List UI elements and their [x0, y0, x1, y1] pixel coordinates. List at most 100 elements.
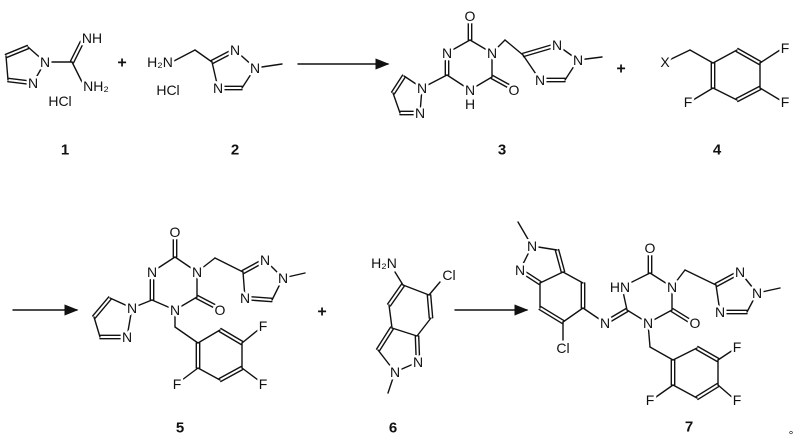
- bond-double: [520, 267, 542, 283]
- bond-double: [490, 77, 512, 91]
- bond-double: [605, 310, 629, 326]
- bond-single: [391, 327, 418, 337]
- atom-label: N: [192, 264, 202, 280]
- bond-double: [212, 50, 237, 65]
- bond-double: [220, 327, 244, 343]
- atom-label: X: [660, 54, 670, 70]
- bond-single: [556, 44, 579, 61]
- bond-double: [244, 295, 273, 300]
- bond-double: [670, 310, 693, 326]
- compound-number-3: 3: [498, 142, 506, 159]
- bond-single: [403, 75, 423, 89]
- atom-label: O: [465, 8, 476, 24]
- bond-single: [131, 299, 153, 309]
- bond-single: [491, 39, 506, 54]
- bond-single: [194, 49, 213, 63]
- bond-single: [428, 281, 441, 296]
- atom-label: F: [259, 376, 268, 392]
- bond-double: [195, 297, 218, 311]
- atom-label: N: [122, 329, 132, 345]
- bond-single: [759, 87, 781, 101]
- bond-single: [562, 271, 584, 284]
- bond-single: [649, 272, 673, 288]
- bond-double: [375, 326, 392, 350]
- atom-label: Cl: [556, 340, 569, 356]
- bond-double: [389, 285, 406, 307]
- atom-label: N: [417, 80, 427, 96]
- atom-label: N: [465, 82, 475, 98]
- atom-label: HCl: [48, 93, 71, 109]
- bond-double: [695, 382, 718, 398]
- atom-label: N: [413, 354, 423, 370]
- bond-single: [151, 299, 176, 311]
- bond-single: [582, 307, 606, 324]
- bond-single: [539, 271, 564, 284]
- bond-double: [91, 296, 110, 317]
- bond-single: [717, 349, 734, 361]
- atom-label: N: [527, 238, 537, 254]
- bond-single: [469, 39, 493, 54]
- atom-label: H₂N: [147, 54, 173, 70]
- bond-single: [522, 54, 541, 81]
- bond-single: [388, 304, 393, 329]
- bond-double: [522, 45, 559, 58]
- compound-number-4: 4: [713, 142, 722, 159]
- bond-double: [197, 294, 220, 308]
- atom-label: N: [390, 364, 400, 380]
- bond-double: [4, 44, 29, 56]
- atom-label: O: [645, 240, 656, 256]
- atom-label: N: [535, 72, 545, 88]
- bond-single: [419, 87, 423, 114]
- atom-label: F: [781, 40, 790, 56]
- bond-single: [717, 384, 734, 399]
- atom-label: N: [278, 270, 288, 286]
- bond-single: [517, 221, 533, 247]
- compound-number-2: 2: [231, 142, 239, 159]
- bond-double: [426, 294, 431, 319]
- bond-single: [504, 39, 524, 56]
- bond-double: [554, 249, 563, 274]
- bond-double: [241, 257, 265, 272]
- atom-label: F: [259, 318, 268, 334]
- atom-label: Cl: [442, 267, 455, 283]
- atom-label: F: [646, 392, 655, 408]
- atom-label: N: [487, 45, 497, 61]
- bond-single: [531, 245, 558, 251]
- bond-single: [402, 284, 430, 296]
- bond-double: [220, 368, 244, 383]
- bond-double: [737, 88, 762, 103]
- bond-double: [378, 328, 395, 352]
- bond-single: [196, 257, 216, 273]
- bond-single: [93, 316, 101, 338]
- bond-single: [664, 49, 691, 63]
- bond-single: [577, 56, 603, 61]
- bond-single: [234, 49, 256, 69]
- bond-double: [218, 365, 242, 380]
- bond-double: [210, 47, 235, 62]
- bond-single: [469, 76, 493, 91]
- atom-label: N: [600, 315, 610, 331]
- plus-sign: +: [616, 61, 625, 78]
- atom-label: N: [643, 315, 653, 331]
- compound-number-1: 1: [61, 142, 69, 159]
- bond-single: [746, 292, 758, 313]
- bond-double: [429, 294, 434, 319]
- bond-single: [241, 367, 259, 381]
- bond-double: [540, 305, 565, 322]
- bond-single: [264, 259, 284, 279]
- bond-single: [197, 329, 221, 344]
- atom-label: O: [170, 224, 181, 240]
- bond-single: [684, 269, 717, 286]
- atom-label: H: [465, 96, 475, 112]
- bond-single: [271, 277, 284, 301]
- bond-double: [735, 85, 760, 100]
- atom-label: O: [215, 302, 226, 318]
- bond-double: [94, 298, 113, 319]
- compound-number-6: 6: [389, 420, 397, 437]
- atom-label: N: [715, 304, 725, 320]
- atom-label: N: [552, 37, 562, 53]
- bond-double: [714, 269, 740, 285]
- bond-double: [672, 307, 695, 323]
- compound-number-7: 7: [685, 419, 693, 436]
- atom-label: N: [735, 264, 745, 280]
